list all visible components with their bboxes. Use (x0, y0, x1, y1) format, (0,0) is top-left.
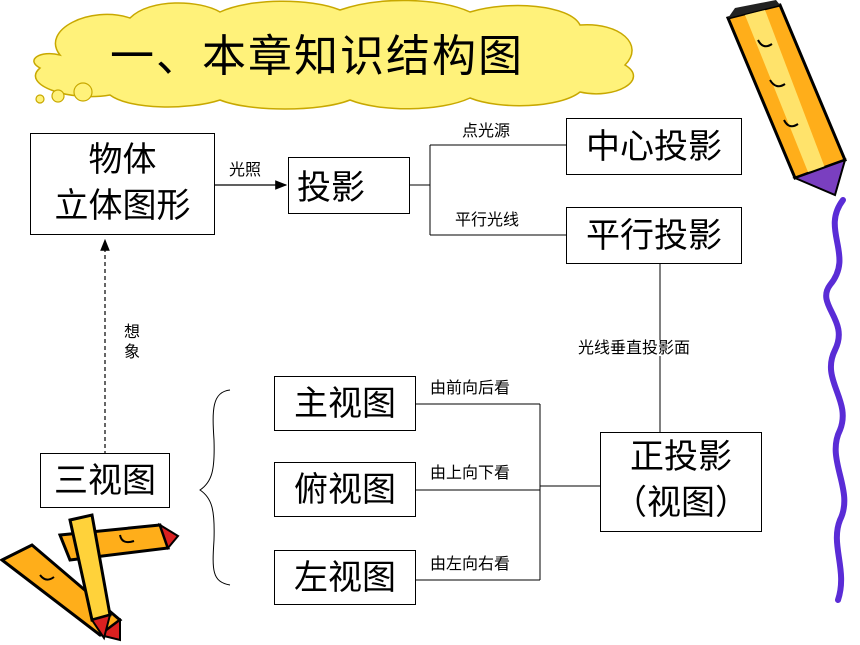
squiggle-decoration (823, 197, 848, 603)
node-three-views: 三视图 (40, 453, 170, 508)
pencil-decoration-bottom-left (0, 513, 180, 642)
node-object-line2: 立体图形 (54, 186, 191, 226)
node-object: 物体 立体图形 (30, 133, 215, 235)
edge-label-front-to-back: 由前向后看 (430, 378, 511, 397)
brace (199, 389, 231, 586)
node-parallel-projection: 平行投影 (566, 207, 742, 264)
edge-label-perpendicular: 光线垂直投影面 (578, 338, 691, 357)
edge-label-point-source: 点光源 (462, 121, 511, 140)
cloud-bubble-large (73, 82, 93, 102)
node-central-projection: 中心投影 (566, 118, 742, 175)
node-projection: 投影 (288, 157, 410, 214)
node-three-views-label: 三视图 (54, 461, 156, 501)
node-central-projection-label: 中心投影 (586, 127, 722, 167)
node-orthographic-line1: 正投影 (630, 437, 732, 477)
pencil-decoration-top-right (725, 0, 847, 197)
edge-label-left-to-right: 由左向右看 (430, 554, 511, 573)
cloud-bubble-medium (51, 89, 65, 103)
node-left-view: 左视图 (274, 550, 416, 605)
edge-label-imagine: 想象 (124, 322, 141, 361)
node-projection-label: 投影 (297, 168, 365, 208)
edge-label-top-to-bottom: 由上向下看 (430, 463, 511, 482)
edge-label-light: 光照 (229, 160, 262, 179)
node-front-view-label: 主视图 (294, 384, 396, 424)
cloud-bubble-small (35, 94, 45, 104)
node-orthographic-line2: （视图） (613, 483, 749, 523)
node-orthographic: 正投影 （视图） (600, 432, 762, 532)
node-parallel-projection-label: 平行投影 (586, 216, 722, 256)
page-title: 一、本章知识结构图 (110, 31, 524, 82)
node-top-view-label: 俯视图 (294, 470, 396, 510)
edge-label-parallel-rays: 平行光线 (455, 210, 520, 229)
node-top-view: 俯视图 (274, 462, 416, 517)
node-front-view: 主视图 (274, 376, 416, 431)
title-cloud (33, 0, 635, 110)
node-left-view-label: 左视图 (294, 558, 396, 598)
node-object-line1: 物体 (88, 140, 157, 180)
